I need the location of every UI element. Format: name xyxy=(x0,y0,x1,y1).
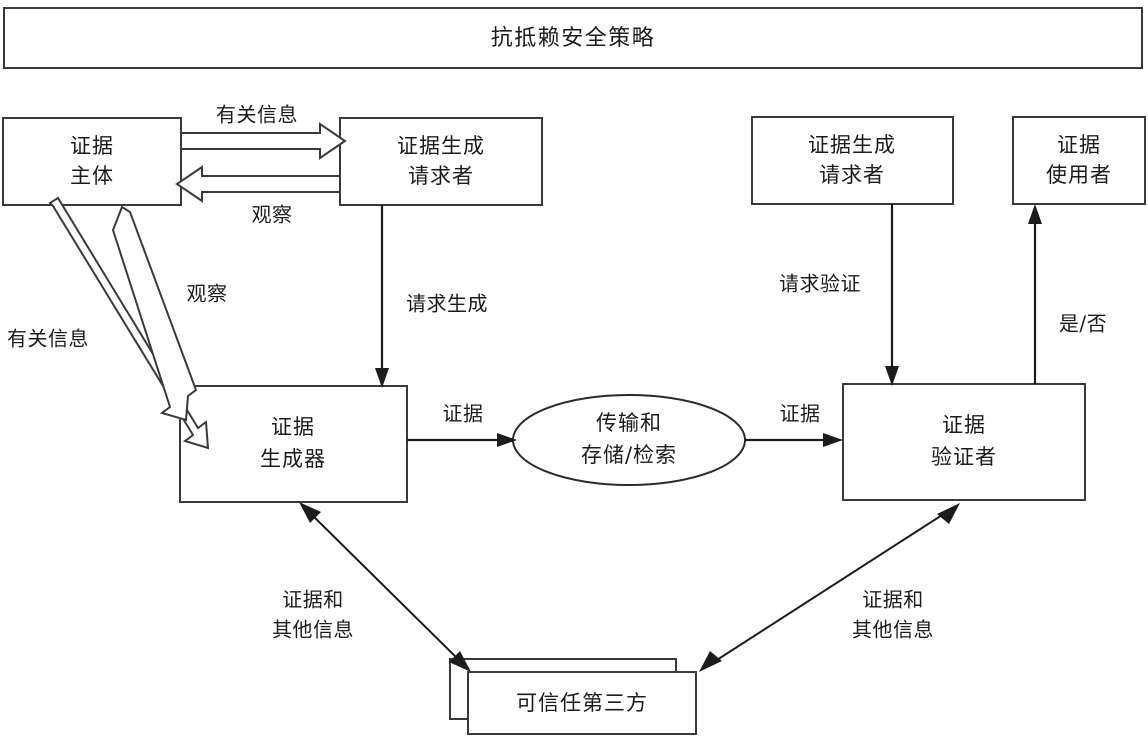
yes-no-label: 是/否 xyxy=(1059,312,1107,336)
edge-evidence-other-right: 证据和 其他信息 xyxy=(699,503,960,672)
title-banner-rect xyxy=(3,7,1143,69)
transfer-storage-label-line2: 存储/检索 xyxy=(581,443,677,467)
node-trusted-third-party[interactable]: 可信任第三方 xyxy=(449,658,697,735)
title-banner: 抗抵赖安全策略 xyxy=(3,7,1143,69)
trusted-third-party-label: 可信任第三方 xyxy=(516,691,648,715)
observe-top-hollow-arrow xyxy=(175,165,341,203)
edge-related-info-top: 有关信息 xyxy=(180,103,347,160)
evidence-other-right-label-line2: 其他信息 xyxy=(852,618,934,642)
request-verify-label: 请求验证 xyxy=(779,272,861,296)
generation-requester-right-rect[interactable] xyxy=(751,116,954,205)
request-generate-label: 请求生成 xyxy=(406,292,488,316)
evidence-generator-label-line2: 生成器 xyxy=(260,447,326,471)
evidence-verifier-label-line2: 验证者 xyxy=(931,445,997,469)
edge-yes-no: 是/否 xyxy=(1028,204,1107,384)
evidence-other-right-line xyxy=(705,507,954,668)
evidence-left-label: 证据 xyxy=(443,402,484,426)
request-verify-arrowhead xyxy=(885,366,899,386)
evidence-user-label-line2: 使用者 xyxy=(1046,163,1112,187)
evidence-subject-rect[interactable] xyxy=(2,117,182,206)
evidence-other-right-arrowhead-top xyxy=(937,503,960,524)
trusted-third-party-front-rect[interactable] xyxy=(467,671,697,735)
evidence-other-right-label-line1: 证据和 xyxy=(862,588,924,612)
transfer-storage-label-line1: 传输和 xyxy=(596,411,662,435)
related-info-top-label: 有关信息 xyxy=(216,103,298,127)
generation-requester-right-label-line1: 证据生成 xyxy=(808,133,896,157)
node-transfer-storage[interactable]: 传输和 存储/检索 xyxy=(512,394,746,486)
node-generation-requester-left[interactable]: 证据生成 请求者 xyxy=(339,117,543,206)
node-evidence-generator[interactable]: 证据 生成器 xyxy=(179,385,408,503)
evidence-right-arrowhead xyxy=(823,433,843,447)
generation-requester-left-label-line1: 证据生成 xyxy=(397,134,485,158)
edge-evidence-other-left: 证据和 其他信息 xyxy=(272,502,471,672)
title-banner-label: 抗抵赖安全策略 xyxy=(491,26,656,51)
generation-requester-left-rect[interactable] xyxy=(339,117,543,206)
node-evidence-subject[interactable]: 证据 主体 xyxy=(2,117,182,206)
related-info-diagonal-label: 有关信息 xyxy=(7,327,89,351)
observe-top-label: 观察 xyxy=(252,203,293,227)
evidence-other-left-arrowhead-bottom xyxy=(449,651,471,672)
evidence-other-left-line xyxy=(304,507,466,667)
evidence-generator-rect[interactable] xyxy=(179,385,408,503)
observe-diagonal-label: 观察 xyxy=(187,282,228,306)
edge-request-verify: 请求验证 xyxy=(779,204,899,386)
evidence-verifier-rect[interactable] xyxy=(842,383,1086,501)
generation-requester-left-label-line2: 请求者 xyxy=(408,164,474,188)
observe-diagonal-hollow-arrow xyxy=(111,205,198,422)
node-evidence-verifier[interactable]: 证据 验证者 xyxy=(842,383,1086,501)
transfer-storage-ellipse[interactable] xyxy=(512,394,746,486)
evidence-generator-label-line1: 证据 xyxy=(271,415,315,439)
generation-requester-right-label-line2: 请求者 xyxy=(819,163,885,187)
evidence-other-left-arrowhead-top xyxy=(299,502,321,523)
request-generate-arrowhead xyxy=(375,368,389,388)
yes-no-arrowhead xyxy=(1028,204,1042,224)
evidence-left-arrowhead xyxy=(497,433,517,447)
edge-observe-top: 观察 xyxy=(175,165,341,227)
related-info-top-hollow-arrow xyxy=(180,122,347,160)
edge-request-generate: 请求生成 xyxy=(375,205,488,388)
evidence-right-label: 证据 xyxy=(780,402,821,426)
node-evidence-user[interactable]: 证据 使用者 xyxy=(1012,116,1146,205)
evidence-other-left-label-line2: 其他信息 xyxy=(272,618,354,642)
evidence-user-rect[interactable] xyxy=(1012,116,1146,205)
node-generation-requester-right[interactable]: 证据生成 请求者 xyxy=(751,116,954,205)
evidence-other-left-label-line1: 证据和 xyxy=(282,588,344,612)
evidence-verifier-label-line1: 证据 xyxy=(942,413,986,437)
evidence-other-right-arrowhead-bottom xyxy=(699,651,722,672)
evidence-subject-label-line2: 主体 xyxy=(70,164,114,188)
edge-evidence-right: 证据 xyxy=(745,402,843,447)
edge-observe-diagonal: 观察 xyxy=(111,205,228,422)
evidence-user-label-line1: 证据 xyxy=(1057,133,1101,157)
evidence-subject-label-line1: 证据 xyxy=(70,134,114,158)
edge-evidence-left: 证据 xyxy=(407,402,517,447)
